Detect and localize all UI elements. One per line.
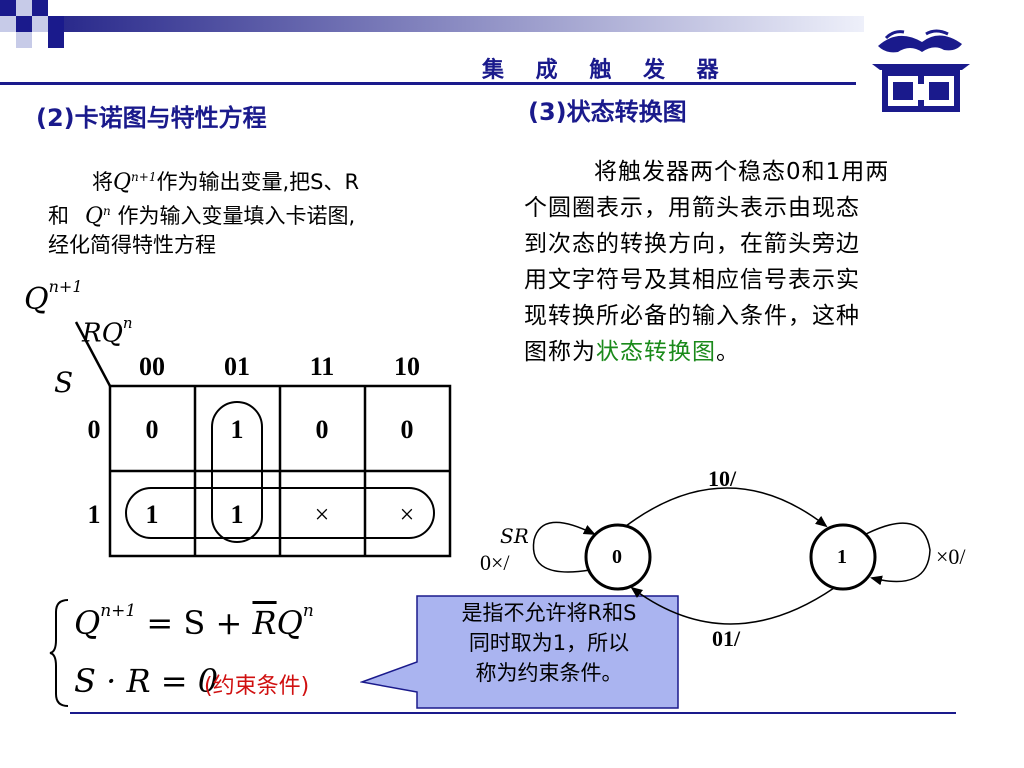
kmap-loop-horizontal xyxy=(125,487,435,539)
section3-heading: (3)状态转换图 xyxy=(528,98,687,126)
kmap-col-header: 11 xyxy=(309,352,335,381)
transition-label-bottom: 01/ xyxy=(712,626,741,651)
dragon-book-logo-icon xyxy=(872,29,970,112)
kmap-cell: 1 xyxy=(145,500,159,529)
constraint-label: (约束条件) xyxy=(204,674,310,699)
kmap-corner-top: Qn+1 xyxy=(24,277,83,317)
self-loop-0 xyxy=(532,521,596,573)
self-loop-1-label: ×0/ xyxy=(936,544,966,569)
page-title: 集 成 触 发 器 xyxy=(482,57,731,83)
header-rule xyxy=(0,82,856,85)
section2-heading: (2)卡诺图与特性方程 xyxy=(36,104,267,132)
state-1-label: 1 xyxy=(837,546,847,568)
header-gradient-bar xyxy=(64,16,864,32)
karnaugh-map xyxy=(74,321,452,558)
equation-1: Qn+1 = S + RQn xyxy=(74,601,314,642)
kmap-cell: 0 xyxy=(145,415,159,444)
state-transition-diagram xyxy=(532,487,931,625)
self-loop-1 xyxy=(865,522,931,586)
equation-2: S · R = 0 xyxy=(74,662,219,700)
kmap-col-header: 01 xyxy=(224,352,250,381)
transition-label-sr: SR xyxy=(500,524,529,548)
transition-label-top: 10/ xyxy=(708,466,737,491)
kmap-col-header: 10 xyxy=(394,352,420,381)
footer-rule xyxy=(70,712,956,714)
kmap-cell: 1 xyxy=(230,500,244,529)
kmap-row-header: 0 xyxy=(87,415,101,444)
kmap-cell: 0 xyxy=(315,415,329,444)
state-1-circle xyxy=(809,523,877,591)
arrow-1-to-0 xyxy=(630,586,835,625)
kmap-corner-left: S xyxy=(54,366,74,399)
state-0-circle xyxy=(584,523,652,591)
self-loop-0-label: 0×/ xyxy=(480,550,510,575)
kmap-cell: × xyxy=(314,500,330,529)
kmap-loop-vertical xyxy=(211,401,263,543)
state-0-label: 0 xyxy=(612,546,622,568)
kmap-col-header: 00 xyxy=(139,352,165,381)
kmap-cell: 0 xyxy=(400,415,414,444)
kmap-row-header: 1 xyxy=(87,500,101,529)
kmap-cell: × xyxy=(399,500,415,529)
arrow-0-to-1 xyxy=(625,487,828,528)
equation-brace xyxy=(49,599,69,707)
kmap-cell: 1 xyxy=(230,415,244,444)
kmap-corner-mid: RQn xyxy=(82,314,133,349)
callout-text: 是指不允许将R和S 同时取为1，所以 称为约束条件。 xyxy=(461,601,637,685)
section3-paragraph: 将触发器两个稳态0和1用两 个圆圈表示，用箭头表示由现态 到次态的转换方向，在箭… xyxy=(524,159,890,365)
